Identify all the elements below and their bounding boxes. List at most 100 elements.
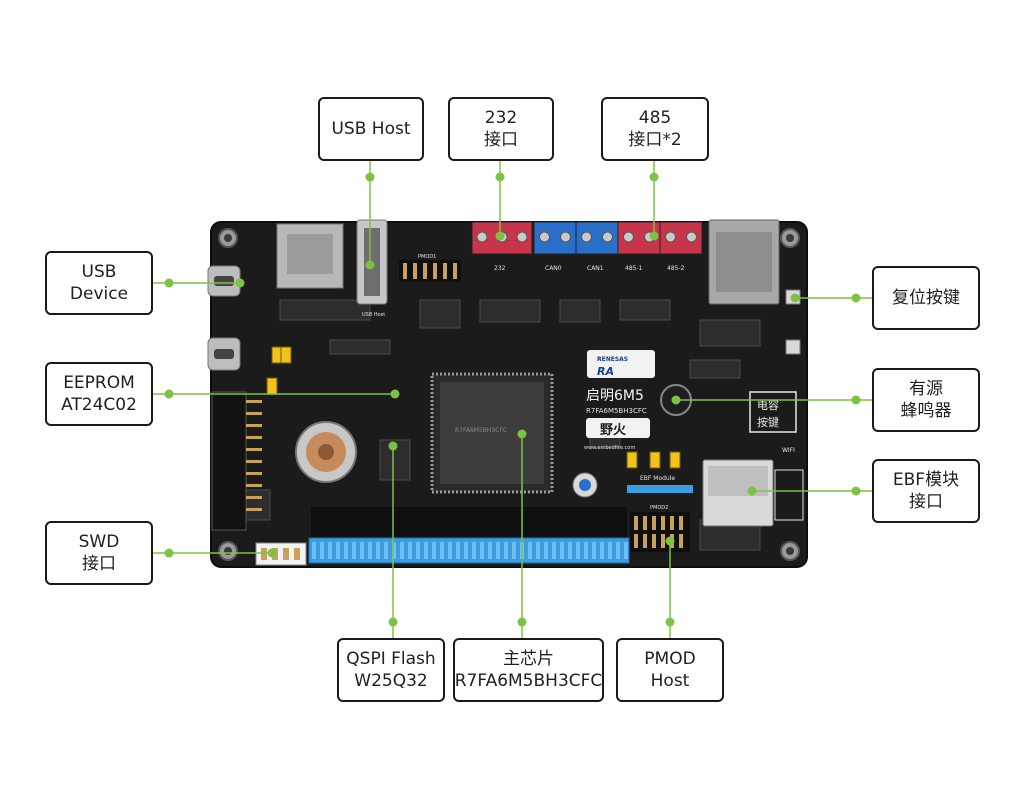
rs485-1-terminal-screw-1 <box>623 231 634 243</box>
leader-dot-ebf-module <box>851 486 861 496</box>
gpio-silk-area <box>311 507 627 537</box>
pmod2-pin-6 <box>679 516 683 530</box>
sd-card-inner <box>287 234 333 274</box>
pmod2-pin-7 <box>634 534 638 548</box>
gpio-pin-25 <box>504 542 508 559</box>
rs232-silk-label: 232 <box>494 265 506 272</box>
mounting-hole-center-4 <box>786 547 794 555</box>
callout-main-chip-line-2: R7FA6M5BH3CFC <box>454 671 603 691</box>
pmod2-pin-1 <box>634 516 638 530</box>
leader-dot-swd <box>164 548 174 558</box>
gpio-pin-23 <box>488 542 492 559</box>
callout-qspi-flash: QSPI Flash W25Q32 <box>337 638 445 702</box>
pmod2-pin-8 <box>643 534 647 548</box>
gpio-pin-17 <box>440 542 444 559</box>
pcb-component-1 <box>279 299 371 321</box>
leader-dot-usb-device <box>164 278 174 288</box>
gpio-pin-5 <box>344 542 348 559</box>
pmod1-pin-4 <box>433 263 437 279</box>
leader-target-dot-232 <box>495 231 505 241</box>
callout-swd-line-2: 接口 <box>82 554 116 574</box>
callout-232-line-1: 232 <box>484 108 518 128</box>
pcb-component-2 <box>419 299 461 329</box>
usb-device-port-2-slot <box>214 349 234 359</box>
jumper-cap-5 <box>649 451 661 469</box>
gpio-pin-6 <box>352 542 356 559</box>
callout-eeprom-line-1: EEPROM <box>63 373 135 393</box>
rs485-2-terminal-screw-1 <box>665 231 676 243</box>
gpio-pin-26 <box>512 542 516 559</box>
renesas-logo-plate <box>587 350 655 378</box>
can1-silk-label: CAN1 <box>587 265 604 272</box>
gpio-pin-37 <box>600 542 604 559</box>
leader-dot-reset-key <box>851 293 861 303</box>
jtag-pin-1 <box>246 400 262 403</box>
callout-eeprom-line-2: AT24C02 <box>61 395 137 415</box>
gpio-pin-20 <box>464 542 468 559</box>
callout-485-line-2: 接口*2 <box>628 130 682 150</box>
capacitive-key-label-2: 按键 <box>757 415 779 429</box>
callout-ebf-line-1: EBF模块 <box>892 470 960 490</box>
jumper-cap-4 <box>626 451 638 469</box>
leader-dot-eeprom <box>164 389 174 399</box>
gpio-pin-10 <box>384 542 388 559</box>
leader-target-dot-qspi-flash <box>388 441 398 451</box>
gpio-pin-15 <box>424 542 428 559</box>
gpio-pin-9 <box>376 542 380 559</box>
gpio-pin-7 <box>360 542 364 559</box>
gpio-pin-13 <box>408 542 412 559</box>
callout-232-line-2: 接口 <box>484 130 518 150</box>
leader-target-dot-buzzer <box>671 395 681 405</box>
callout-usb-host: USB Host <box>318 97 424 161</box>
gpio-pin-21 <box>472 542 476 559</box>
gpio-pin-38 <box>608 542 612 559</box>
jtag-pin-6 <box>246 460 262 463</box>
callout-reset-key: 复位按键 <box>872 266 980 330</box>
gpio-pin-32 <box>560 542 564 559</box>
can0-terminal-screw-1 <box>539 231 550 243</box>
jumper-cap-2 <box>280 346 292 364</box>
jtag-pin-4 <box>246 436 262 439</box>
gpio-pin-22 <box>480 542 484 559</box>
leader-target-dot-pmod <box>665 536 675 546</box>
pcb-component-3 <box>479 299 541 323</box>
battery-center <box>318 444 334 460</box>
maker-logo-text: 野火 <box>600 423 627 438</box>
pcb-component-8 <box>689 359 741 379</box>
jumper-cap-6 <box>669 451 681 469</box>
callout-reset-key-line-1: 复位按键 <box>892 288 960 308</box>
pmod1-pin-6 <box>453 263 457 279</box>
jtag-pin-7 <box>246 472 262 475</box>
wifi-silk-label: WIFI <box>782 447 795 454</box>
pcb-component-4 <box>559 299 601 323</box>
gpio-pin-19 <box>456 542 460 559</box>
gpio-pin-29 <box>536 542 540 559</box>
mounting-hole-center-1 <box>224 234 232 242</box>
pcb-component-7 <box>329 339 391 355</box>
callout-ebf-line-2: 接口 <box>909 492 943 512</box>
gpio-pin-35 <box>584 542 588 559</box>
gpio-pin-34 <box>576 542 580 559</box>
callout-pmod-host: PMOD Host <box>616 638 724 702</box>
mcu-chip-marking: R7FA6M5BH3CFC <box>455 427 507 434</box>
callout-usb-device-line-2: Device <box>69 284 129 304</box>
callout-main-chip: 主芯片 R7FA6M5BH3CFC <box>453 638 604 702</box>
callout-qspi-line-1: QSPI Flash <box>346 649 436 669</box>
gpio-pin-1 <box>312 542 316 559</box>
gpio-pin-14 <box>416 542 420 559</box>
leader-dot-main-chip <box>517 617 527 627</box>
callout-pmod-line-1: PMOD <box>644 649 696 669</box>
gpio-pin-36 <box>592 542 596 559</box>
pcb-component-5 <box>619 299 671 321</box>
callout-swd-interface: SWD 接口 <box>45 521 153 585</box>
rs485-1-silk-label: 485-1 <box>625 265 643 272</box>
maker-website-text: www.embedfire.com <box>584 445 635 451</box>
gpio-pin-31 <box>552 542 556 559</box>
leader-target-dot-eeprom <box>390 389 400 399</box>
swd-pin-1 <box>261 548 267 560</box>
jtag-pin-10 <box>246 508 262 511</box>
board-part-number-text: R7FA6M5BH3CFC <box>586 407 647 415</box>
renesas-brand-text: RENESAS <box>597 356 628 363</box>
jtag-pin-2 <box>246 412 262 415</box>
